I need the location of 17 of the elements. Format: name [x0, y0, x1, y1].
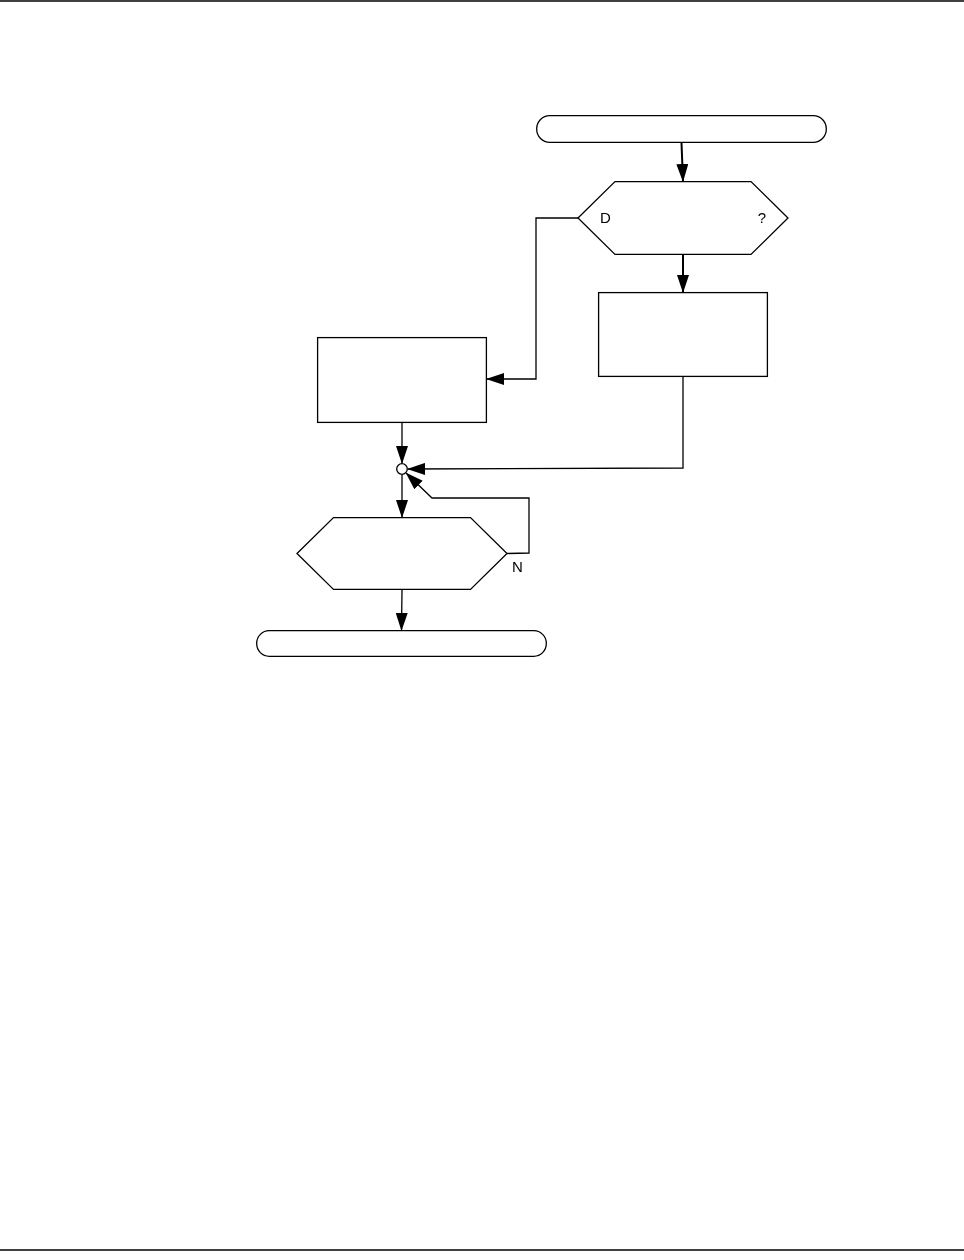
arrow: [396, 422, 408, 464]
decision-hexagon: [297, 517, 507, 590]
decision-text: D: [600, 209, 611, 227]
arrow: [676, 142, 689, 182]
decision-hexagon: [578, 181, 788, 255]
decision-text: ?: [757, 209, 766, 227]
arrow: [407, 376, 684, 475]
pill-shape: [256, 630, 547, 657]
arrow: [677, 254, 689, 293]
process-box: [317, 337, 487, 423]
arrow: [395, 589, 408, 631]
process-box: [598, 292, 768, 377]
pill-shape: [536, 115, 827, 143]
arrow: [396, 474, 408, 518]
junction-circle: [396, 463, 408, 475]
arrow: [405, 472, 530, 555]
arrow: [486, 217, 579, 385]
